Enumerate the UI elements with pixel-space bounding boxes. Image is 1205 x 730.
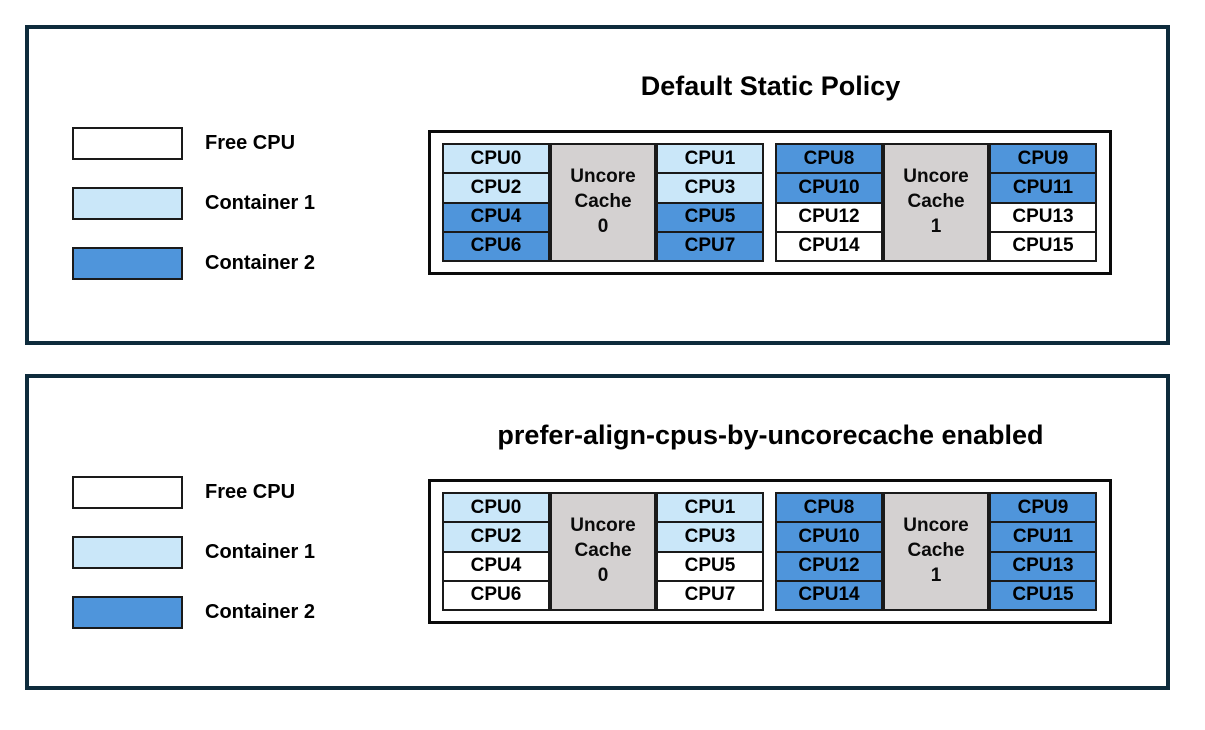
cpu-column-left: CPU0 CPU2 CPU4 CPU6 [442,492,550,611]
cpu-cell: CPU7 [656,230,764,262]
legend-swatch-container-1 [72,536,183,569]
legend-swatch-container-2 [72,596,183,629]
uncore-cache-block: Uncore Cache 1 [883,492,989,611]
panel-title: prefer-align-cpus-by-uncorecache enabled [497,420,1044,450]
cpu-cell: CPU1 [656,143,764,175]
panel-default-static-policy: Default Static Policy Free CPU Container… [25,25,1170,345]
legend-item-free-cpu: Free CPU [72,127,402,160]
cpu-topology-diagram: CPU0 CPU2 CPU4 CPU6 Uncore Cache 0 CPU1 … [428,479,1112,624]
cache-id: 0 [597,564,609,586]
cpu-cell: CPU11 [989,172,1097,204]
cpu-cell: CPU3 [656,172,764,204]
panel-title: Default Static Policy [640,71,901,101]
uncore-cache-block: Uncore Cache 1 [883,143,989,262]
cpu-cell: CPU10 [775,172,883,204]
cpu-cell: CPU5 [656,550,764,582]
legend-label: Container 1 [205,541,316,563]
cpu-cell: CPU4 [442,201,550,233]
cache-label-line: Uncore [903,166,969,188]
uncore-cache-group-1: CPU8 CPU10 CPU12 CPU14 Uncore Cache 1 CP… [775,492,1097,611]
cpu-cell: CPU5 [656,201,764,233]
cpu-cell: CPU13 [989,550,1097,582]
cache-label-line: Cache [907,191,965,213]
cpu-cell: CPU11 [989,521,1097,553]
legend-item-container-2: Container 2 [72,247,402,280]
legend-swatch-free-cpu [72,127,183,160]
legend-label: Container 2 [205,252,316,274]
cache-label-line: Uncore [903,515,969,537]
cache-label-line: Uncore [570,166,636,188]
legend-swatch-container-2 [72,247,183,280]
cpu-cell: CPU4 [442,550,550,582]
uncore-cache-block: Uncore Cache 0 [550,143,656,262]
cpu-topology-diagram: CPU0 CPU2 CPU4 CPU6 Uncore Cache 0 CPU1 … [428,130,1112,275]
cpu-cell: CPU15 [989,579,1097,611]
cpu-cell: CPU6 [442,579,550,611]
cpu-column-left: CPU8 CPU10 CPU12 CPU14 [775,492,883,611]
legend-item-container-1: Container 1 [72,187,402,220]
cache-label-line: Cache [574,540,632,562]
cpu-cell: CPU2 [442,172,550,204]
cpu-cell: CPU9 [989,143,1097,175]
cache-label-line: Cache [574,191,632,213]
cpu-column-right: CPU1 CPU3 CPU5 CPU7 [656,143,764,262]
cpu-cell: CPU14 [775,230,883,262]
cpu-cell: CPU15 [989,230,1097,262]
legend-swatch-free-cpu [72,476,183,509]
cpu-cell: CPU12 [775,550,883,582]
legend-label: Container 1 [205,192,316,214]
legend: Free CPU Container 1 Container 2 [72,476,402,656]
cpu-cell: CPU3 [656,521,764,553]
cpu-cell: CPU12 [775,201,883,233]
cache-label-line: Cache [907,540,965,562]
cpu-column-right: CPU9 CPU11 CPU13 CPU15 [989,143,1097,262]
cpu-cell: CPU8 [775,492,883,524]
panel-prefer-align-cpus-by-uncorecache: prefer-align-cpus-by-uncorecache enabled… [25,374,1170,690]
cpu-column-left: CPU8 CPU10 CPU12 CPU14 [775,143,883,262]
legend-label: Free CPU [205,481,296,503]
uncore-cache-group-1: CPU8 CPU10 CPU12 CPU14 Uncore Cache 1 CP… [775,143,1097,262]
cpu-cell: CPU6 [442,230,550,262]
uncore-cache-group-0: CPU0 CPU2 CPU4 CPU6 Uncore Cache 0 CPU1 … [442,492,764,611]
legend: Free CPU Container 1 Container 2 [72,127,402,307]
cpu-column-right: CPU1 CPU3 CPU5 CPU7 [656,492,764,611]
cpu-cell: CPU13 [989,201,1097,233]
cpu-cell: CPU0 [442,143,550,175]
uncore-cache-block: Uncore Cache 0 [550,492,656,611]
cpu-column-right: CPU9 CPU11 CPU13 CPU15 [989,492,1097,611]
legend-label: Free CPU [205,132,296,154]
cpu-cell: CPU2 [442,521,550,553]
legend-swatch-container-1 [72,187,183,220]
legend-item-container-2: Container 2 [72,596,402,629]
cpu-cell: CPU1 [656,492,764,524]
legend-item-container-1: Container 1 [72,536,402,569]
cpu-cell: CPU0 [442,492,550,524]
legend-item-free-cpu: Free CPU [72,476,402,509]
cpu-cell: CPU8 [775,143,883,175]
cache-id: 1 [930,564,942,586]
uncore-cache-group-0: CPU0 CPU2 CPU4 CPU6 Uncore Cache 0 CPU1 … [442,143,764,262]
cpu-cell: CPU10 [775,521,883,553]
cpu-cell: CPU7 [656,579,764,611]
cache-id: 1 [930,215,942,237]
cache-id: 0 [597,215,609,237]
cpu-cell: CPU9 [989,492,1097,524]
cache-label-line: Uncore [570,515,636,537]
cpu-column-left: CPU0 CPU2 CPU4 CPU6 [442,143,550,262]
cpu-cell: CPU14 [775,579,883,611]
legend-label: Container 2 [205,601,316,623]
